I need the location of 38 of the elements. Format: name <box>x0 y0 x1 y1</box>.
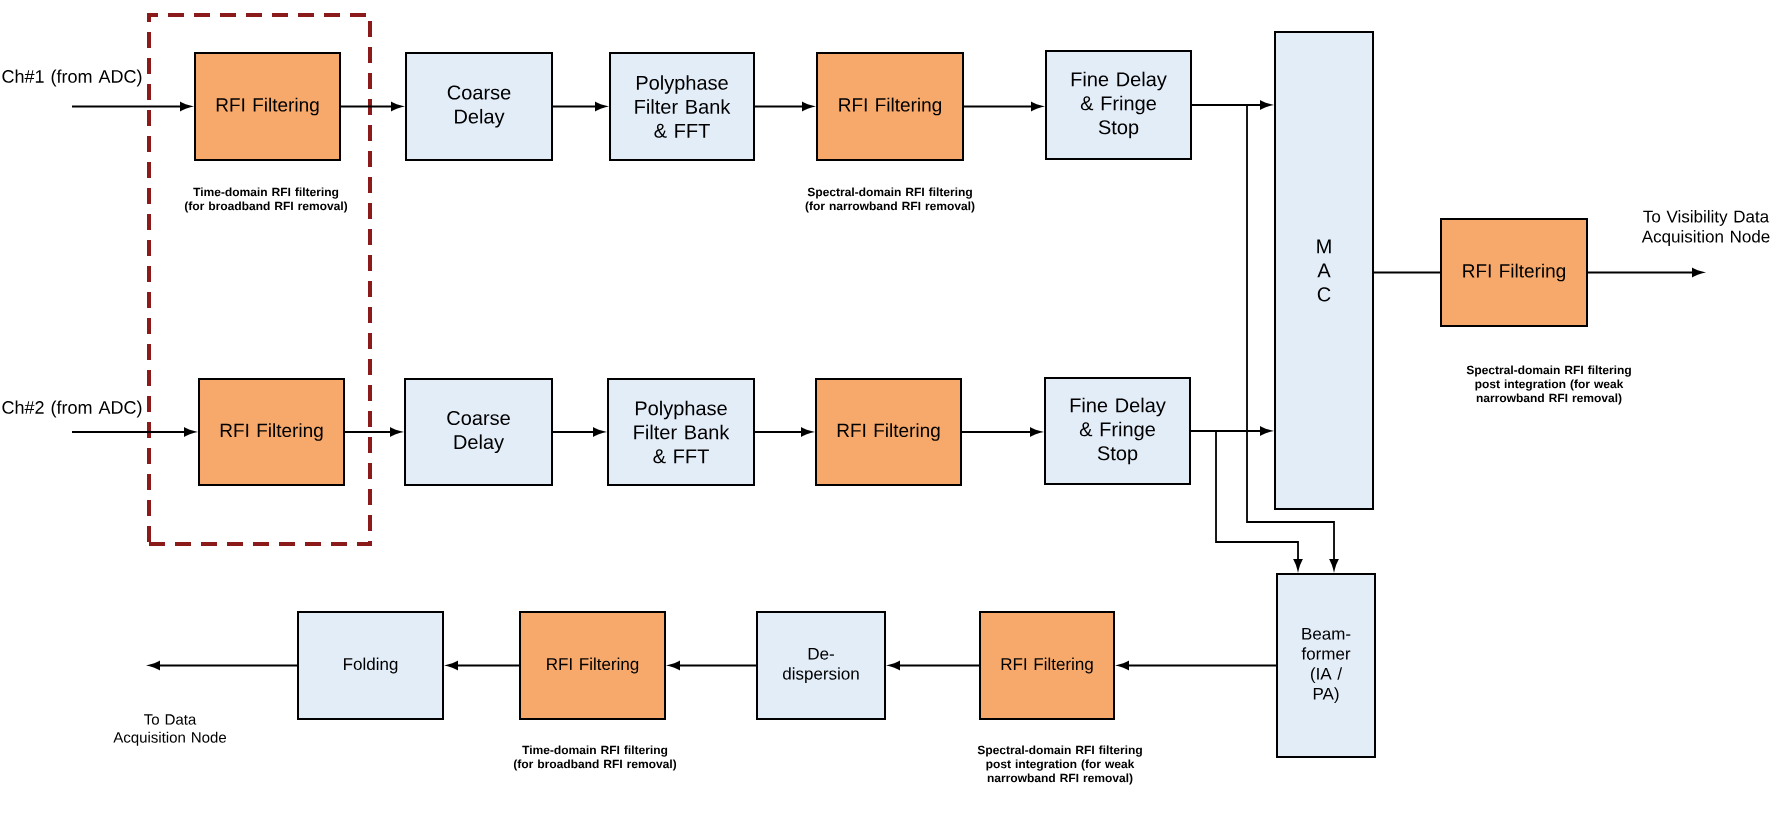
caption-text: Spectral-domain RFI filtering (for narrowband RFI removal) <box>805 187 975 213</box>
process-box: Fine Delay & Fringe Stop <box>1044 377 1191 485</box>
filter-box: RFI Filtering <box>816 52 964 161</box>
arrow <box>1191 104 1339 570</box>
process-box: Polyphase Filter Bank & FFT <box>609 52 755 161</box>
arrow <box>963 102 1043 111</box>
arrow <box>71 102 192 111</box>
process-box: Coarse Delay <box>404 378 553 486</box>
process-box: Beam- former (IA / PA) <box>1276 573 1376 758</box>
process-box: M A C <box>1274 31 1374 510</box>
arrow <box>71 427 196 437</box>
input-label: Ch#2 (from ADC) <box>2 400 142 418</box>
filter-box: RFI Filtering <box>815 378 962 486</box>
arrow <box>344 427 402 437</box>
process-box: De- dispersion <box>756 611 886 720</box>
output-label: To Data Acquisition Node <box>113 714 226 746</box>
filter-box: RFI Filtering <box>979 611 1115 720</box>
caption-text: Time-domain RFI filtering (for broadband RFI removal) <box>184 187 348 213</box>
arrow <box>1190 430 1303 570</box>
arrow <box>961 427 1042 437</box>
input-label: Ch#1 (from ADC) <box>2 69 142 87</box>
filter-box: RFI Filtering <box>1440 218 1588 327</box>
process-box: Fine Delay & Fringe Stop <box>1045 50 1192 160</box>
arrow <box>552 427 604 437</box>
process-box: Polyphase Filter Bank & FFT <box>607 378 755 486</box>
output-label: To Visibility Data Acquisition Node <box>1641 210 1770 246</box>
arrow <box>552 102 607 111</box>
arrow <box>340 102 403 111</box>
filter-box: RFI Filtering <box>519 611 666 720</box>
caption-text: Spectral-domain RFI filtering post integration (for weak narrowband RFI removal) <box>1466 365 1631 405</box>
process-box: Coarse Delay <box>405 52 553 161</box>
caption-text: Time-domain RFI filtering (for broadband RFI removal) <box>513 745 677 771</box>
arrow <box>754 427 812 437</box>
filter-box: RFI Filtering <box>194 52 341 161</box>
caption-text: Spectral-domain RFI filtering post integration (for weak narrowband RFI removal) <box>977 745 1142 785</box>
dashed-box <box>147 13 372 546</box>
filter-box: RFI Filtering <box>198 378 345 486</box>
process-box: Folding <box>297 611 444 720</box>
